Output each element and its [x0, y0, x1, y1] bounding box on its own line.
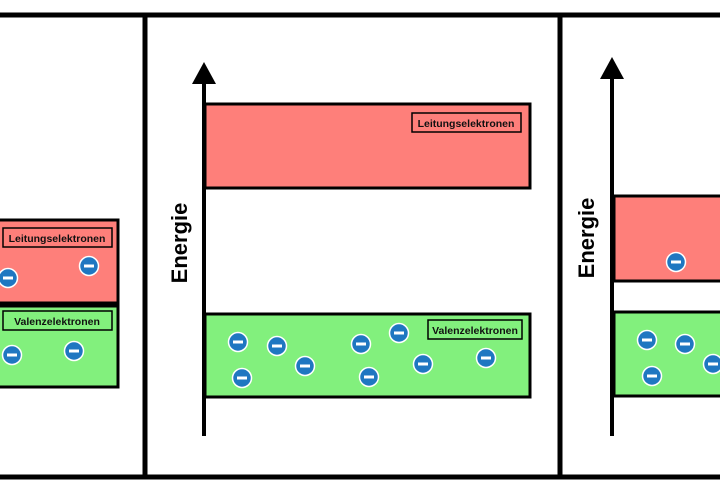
electron-5 — [227, 331, 249, 353]
minus-sign-icon — [300, 364, 310, 368]
electron-1 — [0, 267, 19, 289]
minus-sign-icon — [356, 342, 366, 346]
minus-sign-icon — [642, 338, 652, 342]
left-valence-label-box — [2, 310, 113, 331]
minus-sign-icon — [671, 260, 681, 264]
minus-sign-icon — [233, 340, 243, 344]
electron-4 — [63, 340, 85, 362]
right-axis-arrowhead — [600, 57, 624, 79]
frame — [0, 12, 720, 480]
minus-sign-icon — [418, 362, 428, 366]
middle-panel: Energie Leitungselektronen Valenzelektro… — [167, 62, 532, 436]
electron-7 — [294, 355, 316, 377]
minus-sign-icon — [84, 264, 94, 268]
minus-sign-icon — [7, 353, 17, 357]
right-valence-band — [612, 310, 720, 398]
electron-17 — [641, 365, 663, 387]
minus-sign-icon — [272, 344, 282, 348]
minus-sign-icon — [708, 362, 718, 366]
electron-3 — [1, 344, 23, 366]
minus-sign-icon — [364, 375, 374, 379]
minus-sign-icon — [680, 342, 690, 346]
left-conduction-label: Leitungselektronen — [9, 233, 106, 245]
left-valence-label: Valenzelektronen — [14, 316, 100, 328]
middle-valence-label: Valenzelektronen — [432, 325, 518, 337]
middle-conduction-label: Leitungselektronen — [418, 118, 515, 130]
electrons — [0, 251, 720, 389]
electron-8 — [231, 367, 253, 389]
electron-14 — [665, 251, 687, 273]
electron-11 — [358, 366, 380, 388]
minus-sign-icon — [69, 349, 79, 353]
electron-6 — [266, 335, 288, 357]
minus-sign-icon — [237, 376, 247, 380]
electron-16 — [674, 333, 696, 355]
electron-13 — [475, 347, 497, 369]
electron-12 — [412, 353, 434, 375]
middle-valence-label-box — [427, 319, 523, 340]
electron-9 — [350, 333, 372, 355]
minus-sign-icon — [3, 276, 13, 280]
right-energy-label: Energie — [574, 198, 599, 279]
minus-sign-icon — [481, 356, 491, 360]
electron-2 — [78, 255, 100, 277]
middle-energy-label: Energie — [167, 203, 192, 284]
electron-18 — [702, 353, 720, 375]
left-conduction-label-box — [2, 227, 113, 248]
middle-conduction-label-box — [411, 112, 522, 133]
middle-axis-arrowhead — [192, 62, 216, 84]
right-conduction-band — [612, 194, 720, 283]
minus-sign-icon — [647, 374, 657, 378]
electron-10 — [388, 322, 410, 344]
left-panel: Leitungselektronen Valenzelektronen — [0, 218, 120, 389]
electron-15 — [636, 329, 658, 351]
minus-sign-icon — [394, 331, 404, 335]
right-panel: Energie — [574, 57, 720, 436]
